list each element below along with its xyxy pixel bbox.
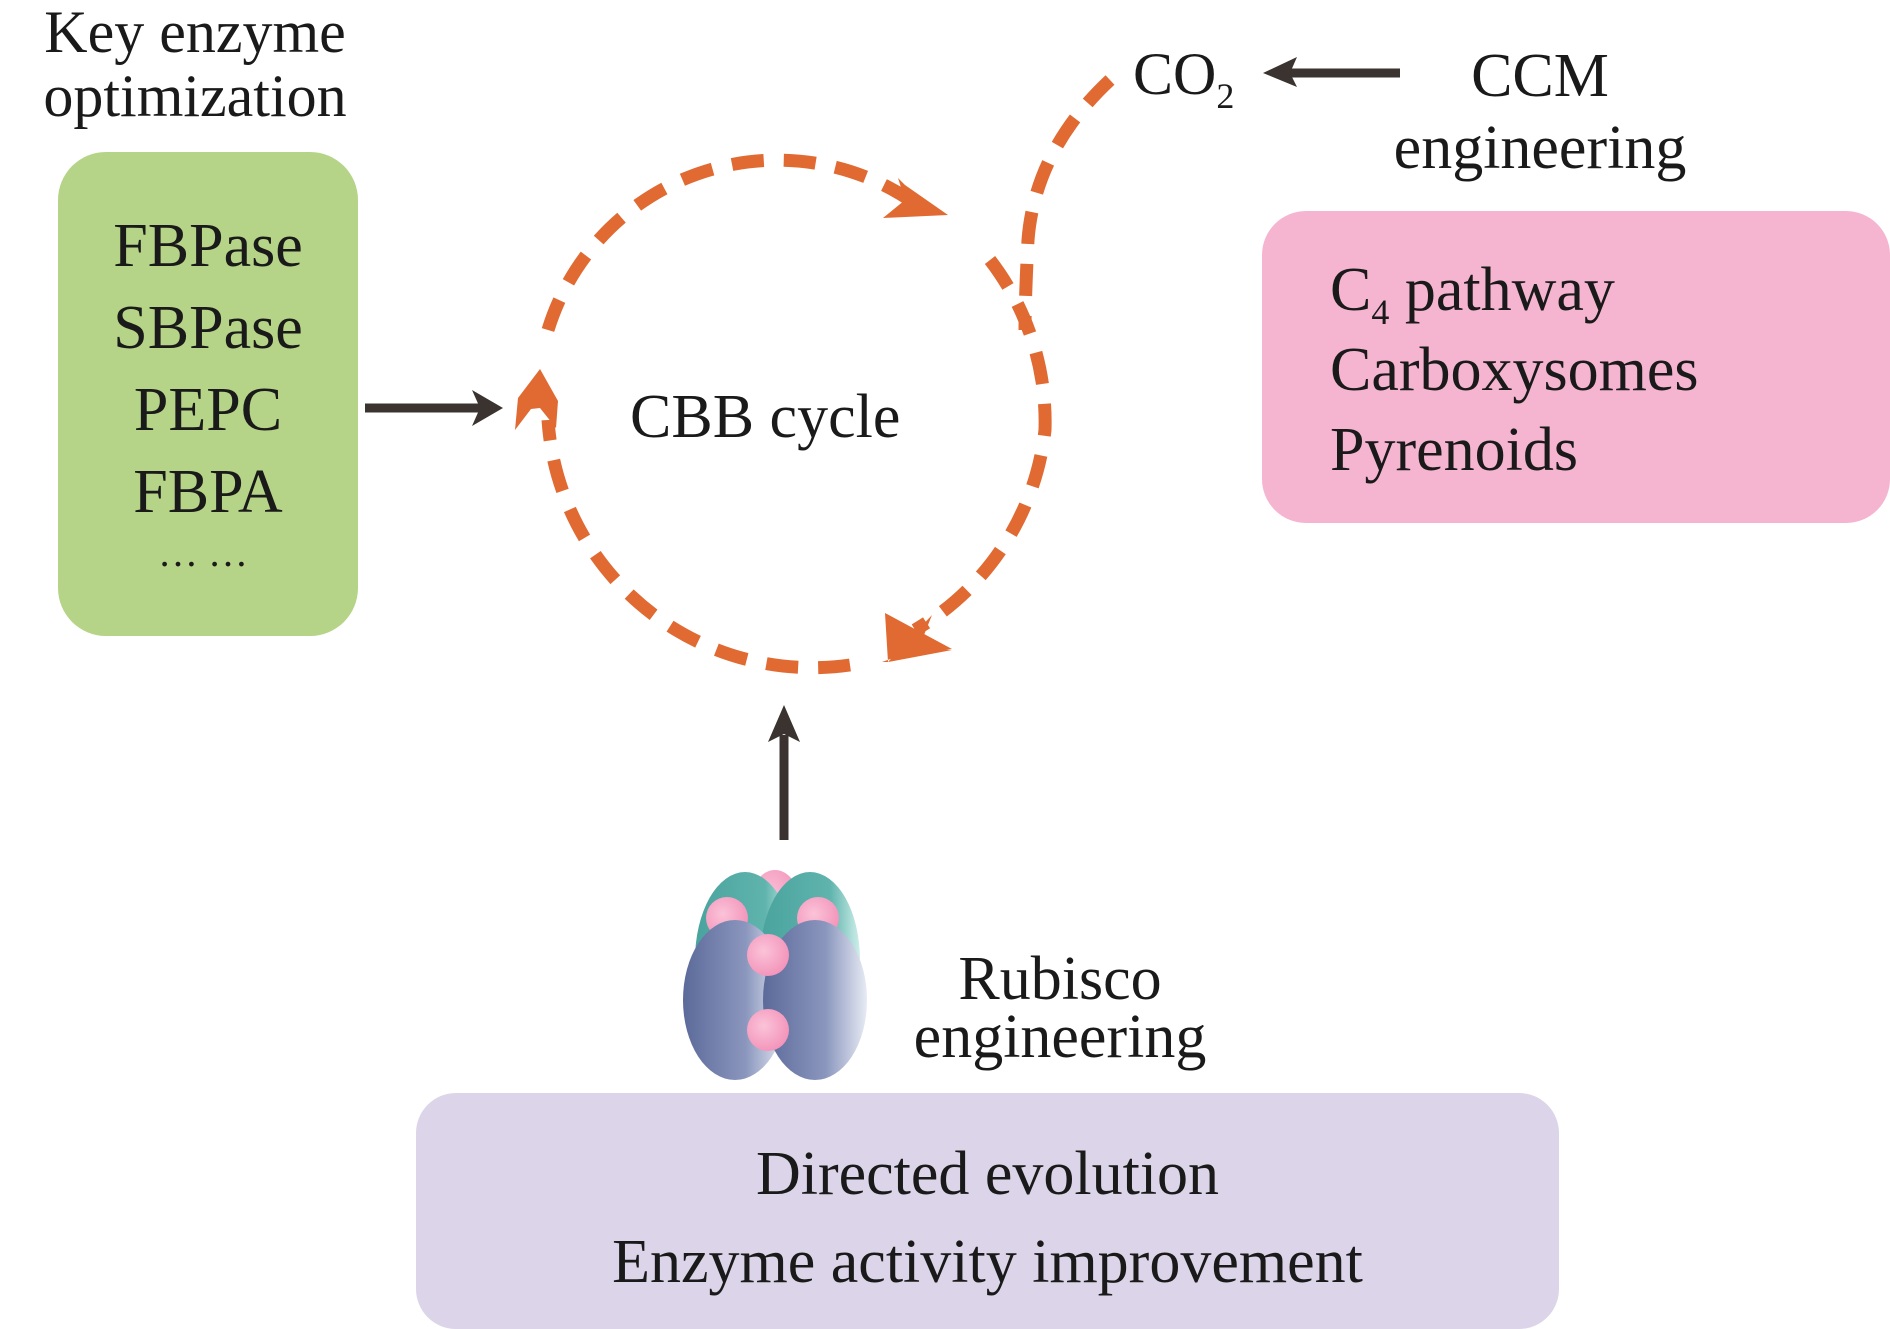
enzyme-ellipsis: ……	[158, 530, 258, 575]
arrow-rubisco-to-cycle	[768, 705, 800, 840]
co2-subscript: 2	[1216, 76, 1235, 116]
ccm-title-line1: CCM	[1471, 42, 1609, 110]
ccm-item: Carboxysomes	[1330, 336, 1699, 404]
ccm-item: C4 pathway	[1330, 250, 1699, 330]
arrow-enzyme-to-cycle	[365, 390, 503, 426]
ccm-title-line2: engineering	[1393, 114, 1687, 182]
enzyme-item: SBPase	[113, 294, 303, 362]
key-enzyme-title: Key enzyme optimization	[20, 0, 370, 128]
ccm-item-main: C	[1330, 256, 1372, 324]
cycle-arrowhead-left	[515, 369, 558, 430]
enzyme-item: FBPase	[113, 212, 303, 280]
ccm-list: C4 pathway Carboxysomes Pyrenoids	[1330, 250, 1699, 490]
rubisco-item: Directed evolution	[755, 1140, 1220, 1208]
arrow-ccm-to-co2	[1263, 57, 1400, 87]
rubisco-list: Directed evolution Enzyme activity impro…	[416, 1130, 1559, 1306]
rubisco-item: Enzyme activity improvement	[612, 1228, 1363, 1296]
enzyme-item: FBPA	[133, 458, 283, 526]
key-enzyme-title-line1: Key enzyme	[44, 0, 346, 65]
ccm-item-subscript: 4	[1371, 292, 1390, 332]
rubisco-title-line2: engineering	[913, 1003, 1207, 1071]
key-enzyme-title-line2: optimization	[43, 63, 347, 129]
enzyme-item: PEPC	[133, 376, 283, 444]
cycle-arrowhead-top	[883, 178, 948, 218]
rubisco-title-line1: Rubisco	[958, 945, 1162, 1013]
cbb-cycle-label: CBB cycle	[630, 383, 901, 451]
ccm-item: Pyrenoids	[1330, 416, 1578, 484]
rubisco-protein-icon	[683, 870, 867, 1080]
key-enzyme-list: FBPase SBPase PEPC FBPA ……	[58, 205, 358, 573]
ccm-box	[1262, 211, 1890, 523]
ccm-title: CCM engineering	[1360, 40, 1720, 184]
co2-inflow-path	[1018, 75, 1115, 331]
ccm-item-rest: pathway	[1389, 256, 1615, 324]
co2-main: CO	[1133, 41, 1217, 107]
co2-label: CO2	[1133, 40, 1234, 114]
cycle-arrowhead-bottom	[888, 615, 952, 662]
rubisco-box	[416, 1093, 1559, 1329]
rubisco-title: Rubisco engineering	[880, 945, 1240, 1071]
key-enzyme-box	[58, 152, 358, 636]
